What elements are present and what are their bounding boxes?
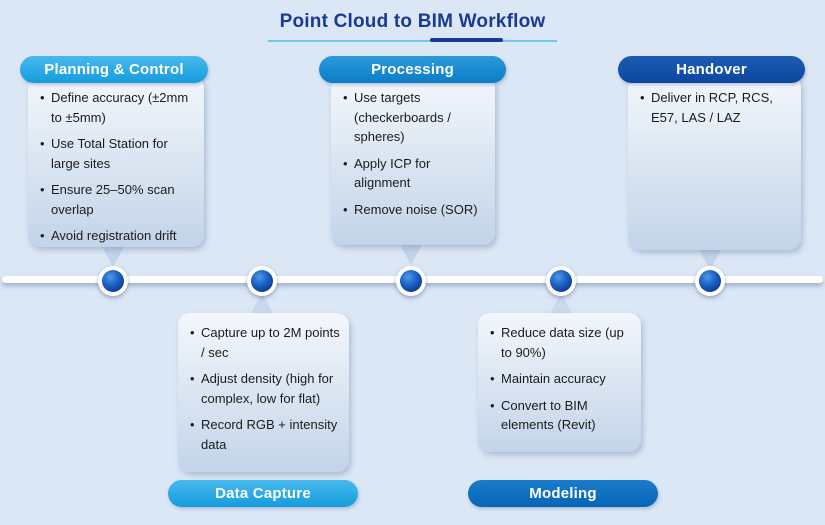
timeline-node-sphere — [550, 270, 572, 292]
timeline-node — [546, 266, 576, 296]
callout-tail-handover — [698, 248, 722, 270]
timeline-node — [695, 266, 725, 296]
stage-pill-planning-control: Planning & Control — [20, 56, 208, 83]
timeline-node-sphere — [251, 270, 273, 292]
bullet-item: Convert to BIM elements (Revit) — [488, 396, 635, 435]
bullet-item: Adjust density (high for complex, low fo… — [188, 369, 343, 408]
timeline-node — [98, 266, 128, 296]
bullet-item: Capture up to 2M points / sec — [188, 323, 343, 362]
callout-tail-processing — [399, 243, 423, 265]
callout-tail-data-capture — [250, 293, 274, 315]
callout-tail-planning-control — [101, 245, 125, 267]
stage-card-handover: Deliver in RCP, RCS, E57, LAS / LAZ — [628, 76, 801, 250]
stage-card-processing: Use targets (checkerboards / spheres) Ap… — [331, 76, 495, 245]
stage-card-data-capture: Capture up to 2M points / sec Adjust den… — [178, 313, 349, 472]
bullet-item: Deliver in RCP, RCS, E57, LAS / LAZ — [638, 88, 795, 127]
stage-card-modeling: Reduce data size (up to 90%) Maintain ac… — [478, 313, 641, 452]
bullet-item: Record RGB + intensity data — [188, 415, 343, 454]
stage-pill-handover: Handover — [618, 56, 805, 83]
timeline-node — [396, 266, 426, 296]
bullet-item: Ensure 25–50% scan overlap — [38, 180, 198, 219]
title-underline-accent — [430, 38, 503, 42]
callout-tail-modeling — [549, 293, 573, 315]
bullet-item: Remove noise (SOR) — [341, 200, 489, 220]
stage-pill-modeling: Modeling — [468, 480, 658, 507]
timeline-node — [247, 266, 277, 296]
bullet-item: Use Total Station for large sites — [38, 134, 198, 173]
timeline-node-sphere — [400, 270, 422, 292]
bullet-item: Define accuracy (±2mm to ±5mm) — [38, 88, 198, 127]
bullet-item: Avoid registration drift — [38, 226, 198, 246]
title-underline — [268, 40, 557, 42]
timeline-node-sphere — [699, 270, 721, 292]
bullet-item: Use targets (checkerboards / spheres) — [341, 88, 489, 147]
stage-pill-processing: Processing — [319, 56, 506, 83]
stage-pill-data-capture: Data Capture — [168, 480, 358, 507]
timeline-node-sphere — [102, 270, 124, 292]
bullet-item: Reduce data size (up to 90%) — [488, 323, 635, 362]
bullet-item: Apply ICP for alignment — [341, 154, 489, 193]
bullet-item: Maintain accuracy — [488, 369, 635, 389]
stage-card-planning-control: Define accuracy (±2mm to ±5mm) Use Total… — [28, 76, 204, 247]
page-title: Point Cloud to BIM Workflow — [279, 11, 546, 32]
